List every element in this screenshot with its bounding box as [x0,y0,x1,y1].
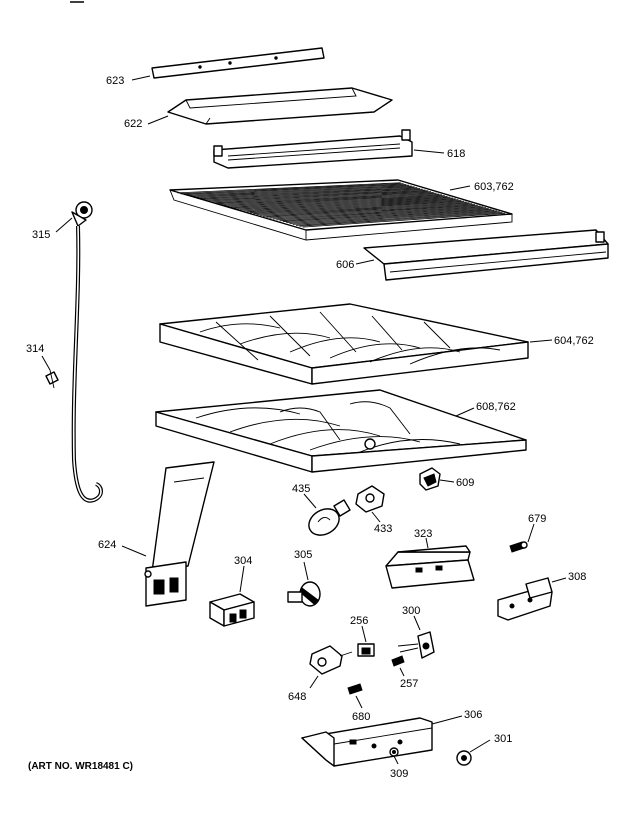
label-618: 618 [447,148,465,160]
part-433-socket [355,485,385,513]
art-number-caption: (ART NO. WR18481 C) [28,761,133,772]
label-606: 606 [336,259,354,271]
part-257-screw [391,655,405,667]
label-306: 306 [464,709,482,721]
label-323: 323 [414,528,432,540]
label-604: 604,762 [554,335,594,347]
label-603: 603,762 [474,181,514,193]
label-309: 309 [390,768,408,780]
label-300: 300 [402,605,420,617]
part-648-relay [309,645,353,675]
label-308: 308 [568,571,586,583]
part-623-strip [151,47,325,79]
part-606-cover [363,229,609,281]
part-315-cord [71,201,103,503]
label-623: 623 [106,75,124,87]
label-435: 435 [292,483,310,495]
label-624: 624 [98,539,116,551]
part-305-dial [287,581,321,607]
label-304: 304 [234,555,252,567]
label-680: 680 [352,711,370,723]
part-256-connector [357,643,375,657]
label-257: 257 [400,678,418,690]
part-624-panel [144,461,215,607]
part-306-bracket [301,717,433,767]
part-679-screw [509,541,528,553]
part-622-panel [167,87,393,125]
label-608: 608,762 [476,401,516,413]
label-314: 314 [26,343,44,355]
label-315: 315 [32,229,50,241]
label-609: 609 [456,477,474,489]
label-256: 256 [350,615,368,627]
part-323-housing [385,545,475,589]
part-301-grommet [456,750,472,766]
part-314-clip [45,369,59,389]
part-603-wire-shelf [169,179,513,241]
part-304-block [209,593,255,627]
label-433: 433 [374,523,392,535]
part-308-bracket [497,577,553,621]
part-435-bulb [308,499,351,536]
label-648: 648 [288,691,306,703]
part-609-knob [419,467,441,491]
label-301: 301 [494,733,512,745]
part-608-shelf-frame [155,389,527,473]
label-622: 622 [124,118,142,130]
part-604-shelf-frame [159,303,529,385]
part-680-screw [347,683,363,695]
label-679: 679 [528,513,546,525]
part-309-screw [389,747,399,757]
part-300-switch [397,631,435,659]
label-305: 305 [294,549,312,561]
part-618-bracket [213,129,413,169]
